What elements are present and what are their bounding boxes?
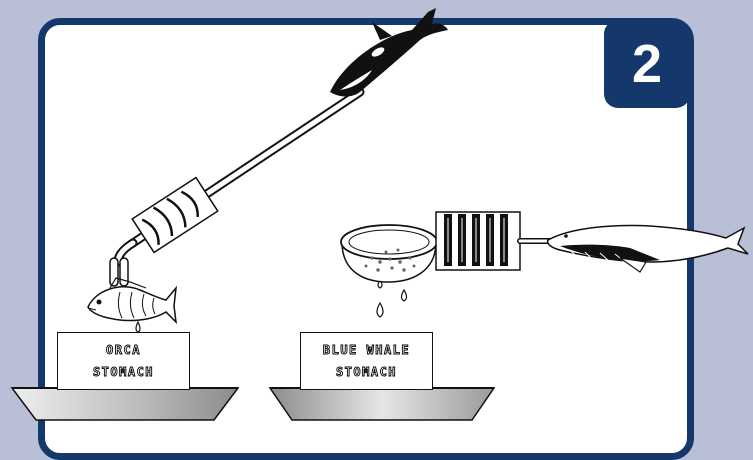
blue-whale-icon — [546, 224, 749, 273]
blue-whale-stomach-label-line2: STOMACH — [335, 365, 398, 380]
baleen-comb-icon — [435, 211, 563, 271]
strainer-icon — [340, 224, 438, 283]
orca-stomach-box: ORCA STOMACH — [57, 332, 190, 390]
step-badge: 2 — [604, 20, 690, 108]
orca-stomach-tray — [10, 387, 240, 421]
blue-whale-stomach-tray — [268, 387, 496, 421]
orca-icon — [330, 8, 448, 97]
orca-stomach-label-line1: ORCA — [106, 343, 141, 358]
orca-stomach-label-line2: STOMACH — [92, 365, 155, 380]
tongs-icon — [109, 87, 365, 287]
blue-whale-stomach-box: BLUE WHALE STOMACH — [300, 332, 433, 390]
blue-whale-stomach-label-line1: BLUE WHALE — [322, 343, 411, 358]
fish-icon — [87, 277, 178, 325]
water-drop-icon — [135, 278, 408, 333]
